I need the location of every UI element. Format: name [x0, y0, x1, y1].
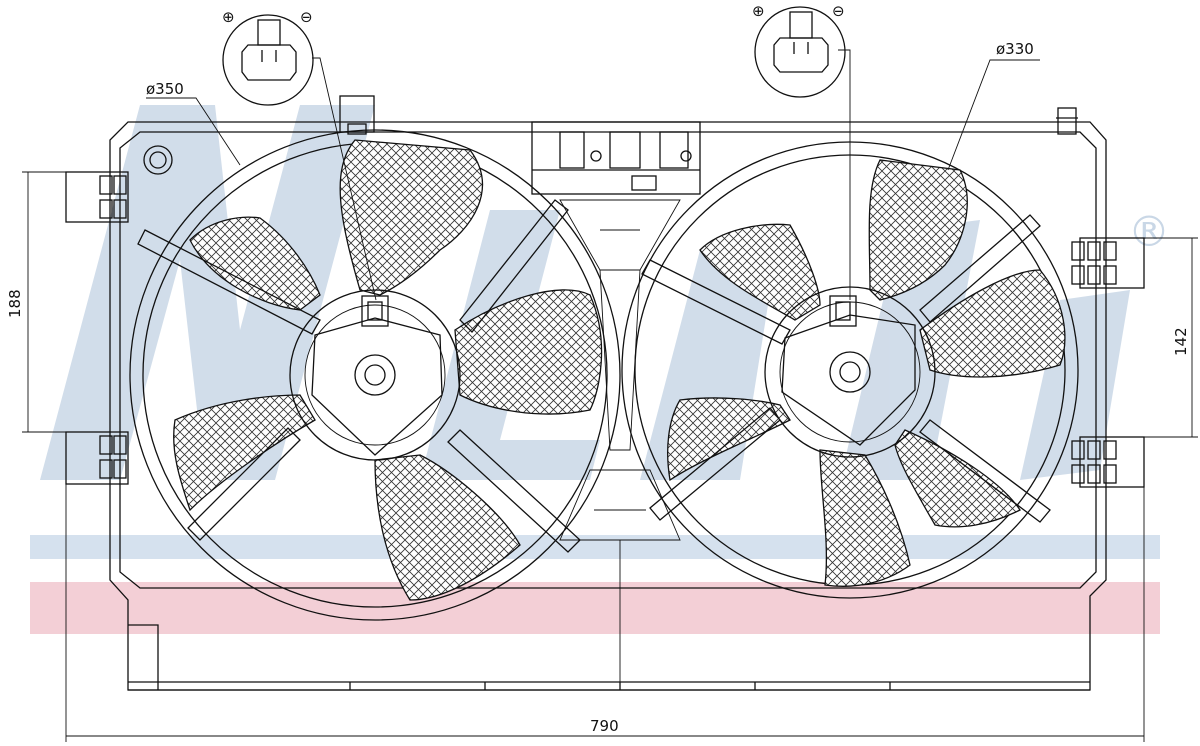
dimension-right-diameter: ø330 [947, 40, 1040, 171]
dimension-width-total: 790 [65, 484, 1145, 742]
left-fan-ring-outer [129, 129, 621, 621]
mount-tab-left-top [65, 171, 129, 223]
shroud-bolt-hole [143, 145, 173, 175]
left-fan-hub-center [354, 354, 396, 396]
shroud-outline [109, 121, 1107, 691]
right-fan-hub-center [829, 351, 871, 393]
right-fan-blades [667, 159, 1066, 587]
dimension-left-diameter: ø350 [146, 80, 241, 166]
right-connector-detail: ⊕ ⊖ [752, 2, 851, 300]
right-fan-hub-core [839, 361, 861, 383]
right-fan-struts [641, 214, 1051, 523]
svg-text:ø330: ø330 [996, 40, 1034, 58]
left-plus-symbol: ⊕ [222, 8, 235, 26]
svg-text:142: 142 [1172, 327, 1190, 356]
left-fan-motor-plate [311, 317, 443, 456]
dimension-height-right: 142 [1120, 237, 1198, 438]
left-fan-hub-outer [289, 289, 461, 461]
svg-text:ø350: ø350 [146, 80, 184, 98]
left-minus-symbol: ⊖ [300, 8, 313, 26]
watermark-band-red [30, 582, 1160, 634]
left-connector-detail: ⊕ ⊖ [222, 8, 377, 301]
dimension-height-left: 188 [6, 171, 100, 433]
left-fan [129, 129, 621, 621]
left-fan-hub-mid [304, 304, 446, 446]
right-fan [621, 141, 1079, 599]
right-plus-symbol: ⊕ [752, 2, 765, 20]
svg-text:188: 188 [6, 289, 24, 318]
top-clip-right [1056, 107, 1078, 135]
right-minus-symbol: ⊖ [832, 2, 845, 20]
center-connector-block [531, 121, 701, 195]
svg-text:790: 790 [590, 717, 619, 735]
top-clip-left [339, 95, 375, 135]
left-fan-struts [137, 199, 581, 553]
left-fan-motor-connector [361, 295, 389, 327]
registered-mark: ® [1128, 207, 1170, 256]
mount-tab-right-top [1071, 237, 1145, 289]
left-fan-hub-core [364, 364, 386, 386]
mount-tab-right-bottom [1071, 436, 1145, 488]
right-fan-motor-connector [829, 295, 857, 327]
shroud-bolt-hole-inner [149, 151, 167, 169]
left-fan-blades [173, 139, 603, 601]
